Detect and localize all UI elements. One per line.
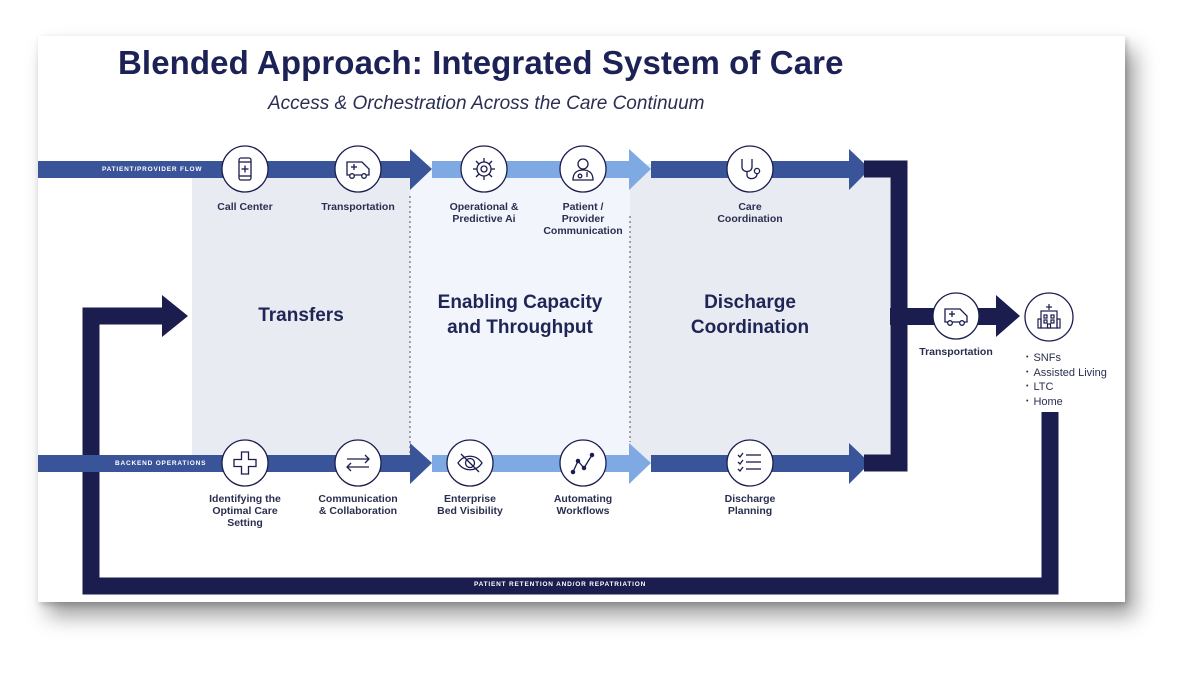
exit-transportation-label: Transportation — [919, 346, 993, 358]
capacity-panel — [410, 164, 630, 463]
discharge-panel — [630, 164, 890, 463]
node-destination — [1024, 292, 1074, 342]
bed-visibility-label: Enterprise Bed Visibility — [420, 493, 520, 517]
label-line: Planning — [727, 505, 773, 517]
top-band-arrow-1 — [410, 149, 432, 190]
eye-icon — [457, 453, 483, 473]
section-discharge-line-1: Discharge — [704, 292, 796, 313]
discharge-planning-label: Discharge Planning — [700, 493, 800, 517]
label-line: Bed Visibility — [437, 505, 503, 517]
label-line: Enterprise — [444, 493, 496, 505]
workflows-label: Automating Workflows — [533, 493, 633, 517]
section-transfers: Transfers — [201, 303, 401, 328]
transfers-panel — [192, 164, 410, 463]
label-line: Workflows — [556, 505, 610, 517]
destination-item: SNFs — [1026, 352, 1107, 367]
exit-band-1 — [890, 308, 940, 325]
operational-ai-label: Operational & Predictive Ai — [434, 201, 534, 225]
care-coordination-label: Care Coordination — [700, 201, 800, 225]
destination-item: Home — [1026, 396, 1107, 411]
checklist-icon — [737, 452, 761, 472]
communication-label: Communication & Collaboration — [303, 493, 413, 517]
label-line: Communication — [543, 225, 623, 237]
gear-icon — [473, 158, 495, 180]
exchange-arrows-icon — [346, 454, 370, 472]
node-transportation — [334, 145, 382, 193]
label-line: Coordination — [717, 213, 783, 225]
section-capacity: Enabling Capacity and Throughput — [420, 290, 620, 340]
exit-band-2 — [976, 308, 998, 325]
label-line: Provider — [561, 213, 605, 225]
node-exit-transportation — [932, 292, 980, 340]
bottom-band-arrow-1 — [410, 443, 432, 484]
label-line: Transportation — [321, 201, 395, 213]
return-band-label: PATIENT RETENTION AND/OR REPATRIATION — [474, 581, 647, 588]
label-line: Care — [738, 201, 762, 213]
doctor-icon — [572, 158, 594, 181]
page-title: Blended Approach: Integrated System of C… — [118, 44, 844, 81]
return-loop-arrowhead — [162, 295, 188, 337]
label-line: Identifying the — [209, 493, 281, 505]
medical-cross-icon — [233, 451, 257, 475]
label-line: Predictive Ai — [452, 213, 516, 225]
hospital-icon — [1037, 304, 1061, 329]
backend-operations-band-label: BACKEND OPERATIONS — [115, 460, 207, 467]
label-line: & Collaboration — [318, 505, 398, 517]
top-band-connector — [864, 160, 908, 316]
bottom-band-arrow-3 — [849, 443, 870, 484]
section-capacity-line-2: and Throughput — [447, 317, 593, 338]
stethoscope-icon — [741, 159, 761, 180]
top-band-arrow-3 — [849, 149, 870, 190]
call-center-label: Call Center — [195, 201, 295, 213]
node-care-coordination — [726, 145, 774, 193]
destination-item: LTC — [1026, 381, 1107, 396]
destination-list: SNFs Assisted Living LTC Home — [1026, 352, 1107, 411]
node-operational-ai — [460, 145, 508, 193]
transportation-label: Transportation — [308, 201, 408, 213]
node-optimal-care — [221, 439, 269, 487]
return-loop — [82, 307, 1059, 595]
flow-diagram — [38, 145, 1074, 595]
destination-item: Assisted Living — [1026, 367, 1106, 382]
workflow-icon — [570, 452, 595, 475]
slide: Blended Approach: Integrated System of C… — [38, 36, 1125, 602]
label-line: Automating — [553, 493, 613, 505]
label-line: Operational & — [449, 201, 519, 213]
top-band-arrow-2 — [629, 149, 651, 190]
label-line: Setting — [227, 517, 263, 529]
exit-arrowhead — [996, 295, 1020, 337]
section-discharge-line-2: Coordination — [690, 317, 810, 338]
patient-provider-label: Patient / Provider Communication — [533, 201, 633, 237]
page-subtitle: Access & Orchestration Across the Care C… — [268, 93, 705, 114]
node-workflows — [559, 439, 607, 487]
node-communication — [334, 439, 382, 487]
optimal-care-label: Identifying the Optimal Care Setting — [195, 493, 295, 529]
ambulance-icon — [346, 161, 370, 179]
label-line: Communication — [318, 493, 398, 505]
ambulance-icon — [944, 308, 968, 326]
label-line: Patient / — [562, 201, 604, 213]
section-transfers-title: Transfers — [258, 305, 344, 326]
section-discharge: Discharge Coordination — [650, 290, 850, 340]
label-line: Discharge — [724, 493, 776, 505]
bottom-band-connector — [864, 316, 908, 472]
phone-icon — [238, 157, 252, 181]
node-discharge-planning — [726, 439, 774, 487]
label-line: Call Center — [217, 201, 273, 213]
section-capacity-line-1: Enabling Capacity — [437, 292, 603, 313]
patient-flow-band-label: PATIENT/PROVIDER FLOW — [102, 166, 203, 173]
label-line: Optimal Care — [212, 505, 278, 517]
bottom-band-arrow-2 — [629, 443, 651, 484]
